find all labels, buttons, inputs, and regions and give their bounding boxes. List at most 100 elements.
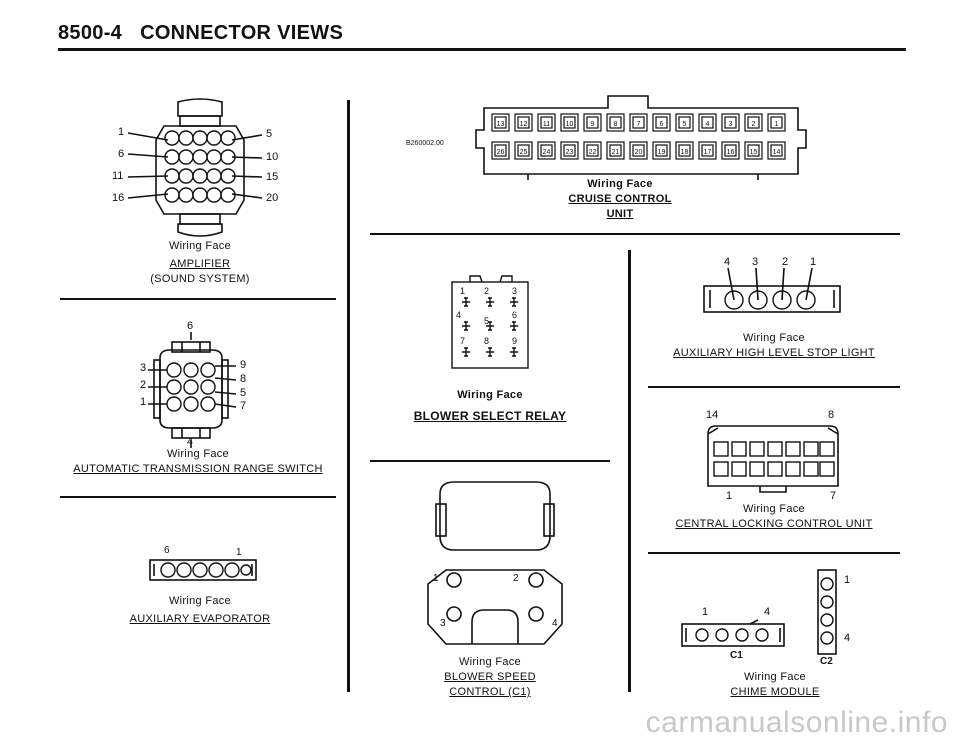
chime-c2-label: C2	[820, 656, 833, 667]
stop-pin-1: 1	[810, 256, 817, 268]
cruise-pin-inner	[494, 144, 507, 157]
cruise-pin-cavity	[698, 141, 717, 160]
cruise-pin-label: 15	[750, 149, 758, 156]
trans-pin-3: 3	[140, 362, 147, 374]
connector-name: AUXILIARY EVAPORATOR	[129, 613, 271, 625]
trans-pin-4: 4	[187, 436, 194, 448]
cruise-pin-cavity	[721, 113, 740, 132]
stop-pin-3: 3	[752, 256, 759, 268]
blower-relay-connector	[451, 275, 529, 369]
cruise-pin-inner	[586, 116, 599, 129]
header-rule	[58, 48, 906, 51]
wiring-face-label: Wiring Face	[743, 503, 805, 515]
connector-name-line2: CONTROL (C1)	[449, 686, 531, 698]
connector-name-line2: UNIT	[606, 208, 634, 220]
cruise-pin-cavity	[491, 141, 510, 160]
lock-pin-1: 1	[726, 490, 733, 502]
relay-pin-9: 9	[512, 336, 518, 346]
blower-speed-caption: Wiring Face BLOWER SPEED CONTROL (C1)	[420, 655, 560, 700]
chime-c2-pin-1: 1	[844, 574, 851, 586]
cruise-pin-cavity	[629, 141, 648, 160]
cruise-pin-cavity	[744, 141, 763, 160]
trans-pin-9: 9	[240, 359, 247, 371]
relay-pin-1: 1	[460, 286, 466, 296]
cruise-pin-cavity	[767, 141, 786, 160]
cruise-pin-inner	[563, 116, 576, 129]
cruise-pin-label: 23	[566, 149, 574, 156]
cruise-pin-label: 21	[612, 149, 620, 156]
cruise-pin-label: 24	[543, 149, 551, 156]
cruise-pin-cavity	[721, 141, 740, 160]
blower-speed-connector	[427, 481, 563, 645]
cruise-pin-cavity	[675, 113, 694, 132]
cruise-pin-cavity	[514, 113, 533, 132]
central-lock-connector	[707, 425, 839, 493]
cruise-pin-label: 26	[497, 149, 505, 156]
cruise-pin-inner	[540, 144, 553, 157]
connector-subname: (SOUND SYSTEM)	[150, 273, 250, 285]
relay-pin-3: 3	[512, 286, 518, 296]
amp-pin-15: 15	[266, 171, 279, 183]
trans-pin-7: 7	[240, 400, 247, 412]
connector-name: BLOWER SPEED	[444, 671, 536, 683]
trans-pin-6: 6	[187, 320, 194, 332]
chime-c1-pin-1: 1	[702, 606, 709, 618]
cruise-pin-cavity	[560, 113, 579, 132]
cruise-pin-cavity	[514, 141, 533, 160]
cruise-pin-inner	[724, 116, 737, 129]
cruise-pin-cavity	[583, 141, 602, 160]
speed-pin-4: 4	[552, 618, 558, 629]
cruise-pin-label: 2	[752, 121, 756, 128]
cruise-pin-cavity	[537, 141, 556, 160]
separator	[60, 298, 336, 300]
cruise-pin-inner	[701, 144, 714, 157]
lock-pin-7: 7	[830, 490, 837, 502]
relay-pin-4: 4	[456, 310, 462, 320]
cruise-pin-cavity	[652, 141, 671, 160]
page-title: CONNECTOR VIEWS	[140, 22, 344, 44]
cruise-pin-cavity	[491, 113, 510, 132]
wiring-face-label: Wiring Face	[459, 656, 521, 668]
cruise-pin-label: 8	[614, 121, 618, 128]
cruise-pin-label: 3	[729, 121, 733, 128]
cruise-pin-inner	[609, 116, 622, 129]
cruise-pin-inner	[632, 144, 645, 157]
wiring-face-label: Wiring Face	[167, 448, 229, 460]
figure-reference: B260002.00	[406, 140, 444, 147]
chime-c1-label: C1	[730, 650, 743, 661]
cruise-pin-cavity	[537, 113, 556, 132]
aux-evap-caption: Wiring Face AUXILIARY EVAPORATOR	[100, 594, 300, 627]
cruise-pin-inner	[770, 116, 783, 129]
cruise-pin-cavity	[652, 113, 671, 132]
relay-pin-7: 7	[460, 336, 466, 346]
aux-evap-connector	[149, 559, 257, 581]
relay-pin-8: 8	[484, 336, 490, 346]
cruise-pin-inner	[701, 116, 714, 129]
cruise-pin-inner	[632, 116, 645, 129]
wiring-face-label: Wiring Face	[169, 240, 231, 252]
separator	[60, 496, 336, 498]
watermark: carmanualsonline.info	[645, 706, 948, 739]
separator	[648, 552, 900, 554]
connector-name: CENTRAL LOCKING CONTROL UNIT	[675, 518, 873, 530]
cruise-pin-inner	[609, 144, 622, 157]
cruise-pin-cavity	[606, 113, 625, 132]
cruise-pin-label: 1	[775, 121, 779, 128]
wiring-face-label: Wiring Face	[587, 178, 653, 190]
cruise-pin-label: 6	[660, 121, 664, 128]
cruise-pin-label: 16	[727, 149, 735, 156]
trans-switch-caption: Wiring Face AUTOMATIC TRANSMISSION RANGE…	[60, 447, 336, 477]
stop-light-caption: Wiring Face AUXILIARY HIGH LEVEL STOP LI…	[648, 331, 900, 361]
connector-name: BLOWER SELECT RELAY	[413, 409, 567, 423]
cruise-caption: Wiring Face CRUISE CONTROL UNIT	[560, 177, 680, 222]
separator	[648, 386, 900, 388]
cruise-pin-label: 14	[773, 149, 781, 156]
cruise-pin-cavity	[560, 141, 579, 160]
blower-relay-caption: Wiring Face BLOWER SELECT RELAY	[400, 388, 580, 424]
cruise-pin-inner	[678, 116, 691, 129]
cruise-pin-cavity	[629, 113, 648, 132]
cruise-pin-label: 19	[658, 149, 666, 156]
cruise-pin-inner	[747, 144, 760, 157]
